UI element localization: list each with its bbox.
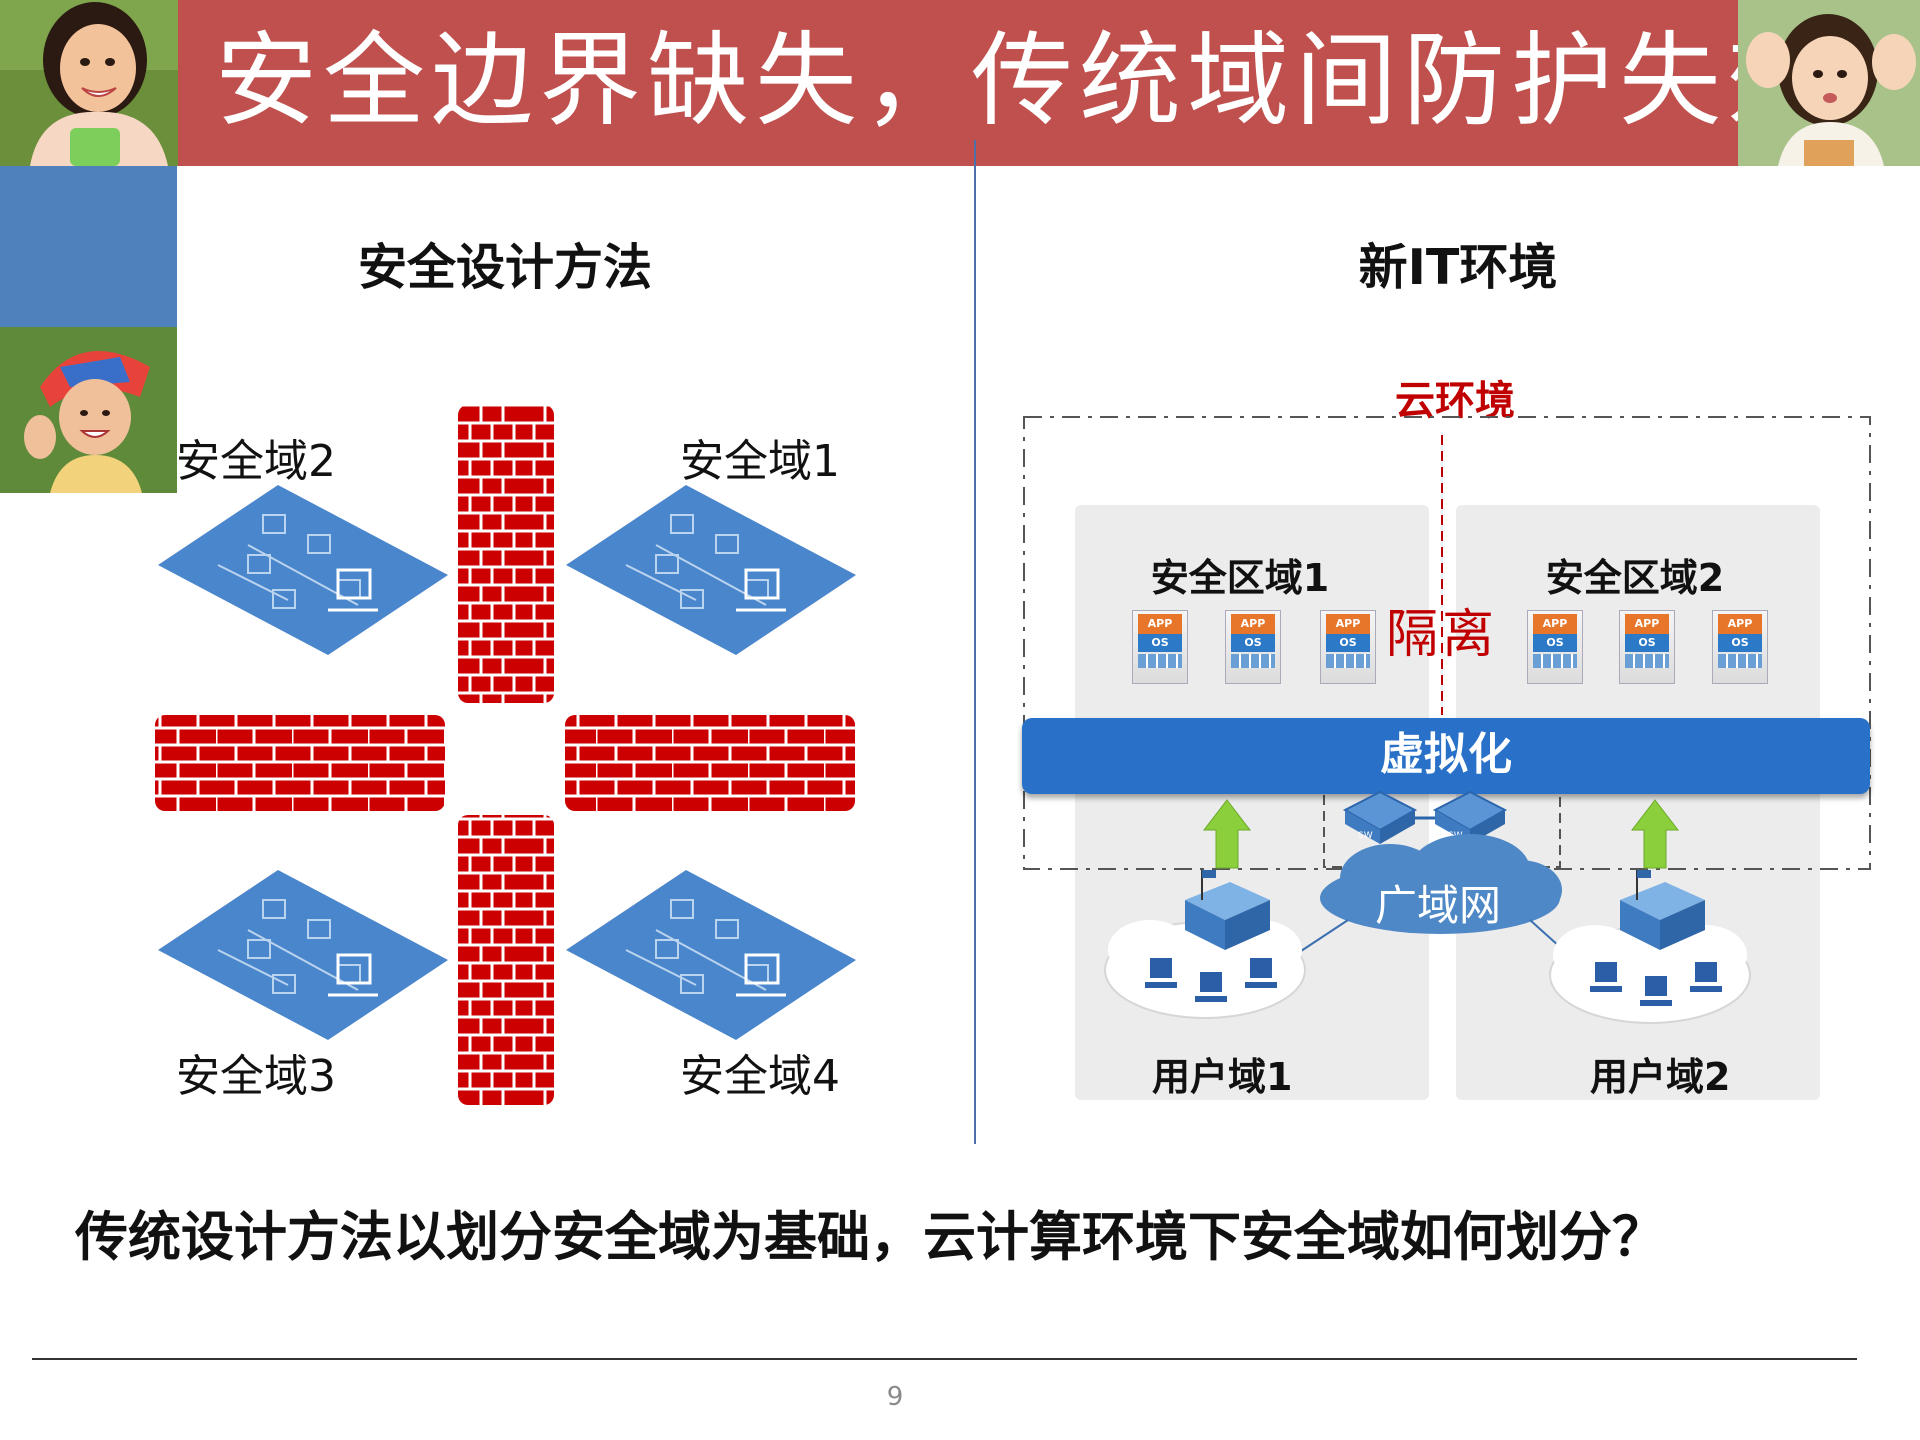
firewall-bottom (458, 815, 554, 1105)
up-arrow-icon (1630, 799, 1680, 869)
security-area-1-title: 安全区域1 (1150, 556, 1330, 600)
computer-icon (1590, 962, 1722, 1006)
security-area-2-title: 安全区域2 (1545, 556, 1725, 600)
footer-divider (32, 1358, 1857, 1360)
zone-label-4: 安全域4 (680, 1051, 840, 1102)
firewall-right (565, 715, 855, 811)
firewall-top (458, 405, 554, 703)
svg-text:SW: SW (1358, 831, 1373, 841)
wan-label: 广域网 (1375, 881, 1502, 930)
switch-icon: SW (1342, 790, 1418, 844)
zone-label-3: 安全域3 (176, 1051, 336, 1102)
zone-label-1: 安全域1 (680, 436, 840, 487)
isolation-char-2: 离 (1442, 605, 1495, 665)
network-graphics: SW SW (1104, 790, 1751, 1024)
right-heading: 新IT环境 (1358, 239, 1558, 296)
user-domain-2-label: 用户域2 (1590, 1055, 1731, 1099)
building-icon (1185, 870, 1270, 950)
firewall-left (155, 715, 445, 811)
firewall-diagram (155, 405, 858, 1105)
child-photo-top-left (0, 0, 178, 166)
zone-label-2: 安全域2 (176, 436, 336, 487)
user-cloud-icon (1549, 925, 1751, 1024)
bottom-question: 传统设计方法以划分安全域为基础，云计算环境下安全域如何划分？ (75, 1207, 1665, 1268)
title-bar (178, 0, 1738, 166)
side-blue-block (0, 166, 177, 327)
computer-icon (1145, 958, 1277, 1002)
virtualization-bar: 虚拟化 (1022, 718, 1870, 794)
user-domain-1-label: 用户域1 (1152, 1055, 1293, 1099)
left-heading: 安全设计方法 (357, 239, 652, 296)
up-arrow-icon (1202, 799, 1252, 869)
panel-divider (974, 140, 976, 1144)
page-number: 9 (886, 1382, 904, 1412)
building-icon (1620, 870, 1705, 950)
isolation-char-1: 隔 (1386, 605, 1439, 665)
child-photo-top-right (1738, 0, 1920, 166)
wan-cloud-icon (1320, 834, 1562, 934)
child-photo-side (0, 327, 177, 493)
slide-title: 安全边界缺失，传统域间防护失效 (215, 22, 1835, 141)
